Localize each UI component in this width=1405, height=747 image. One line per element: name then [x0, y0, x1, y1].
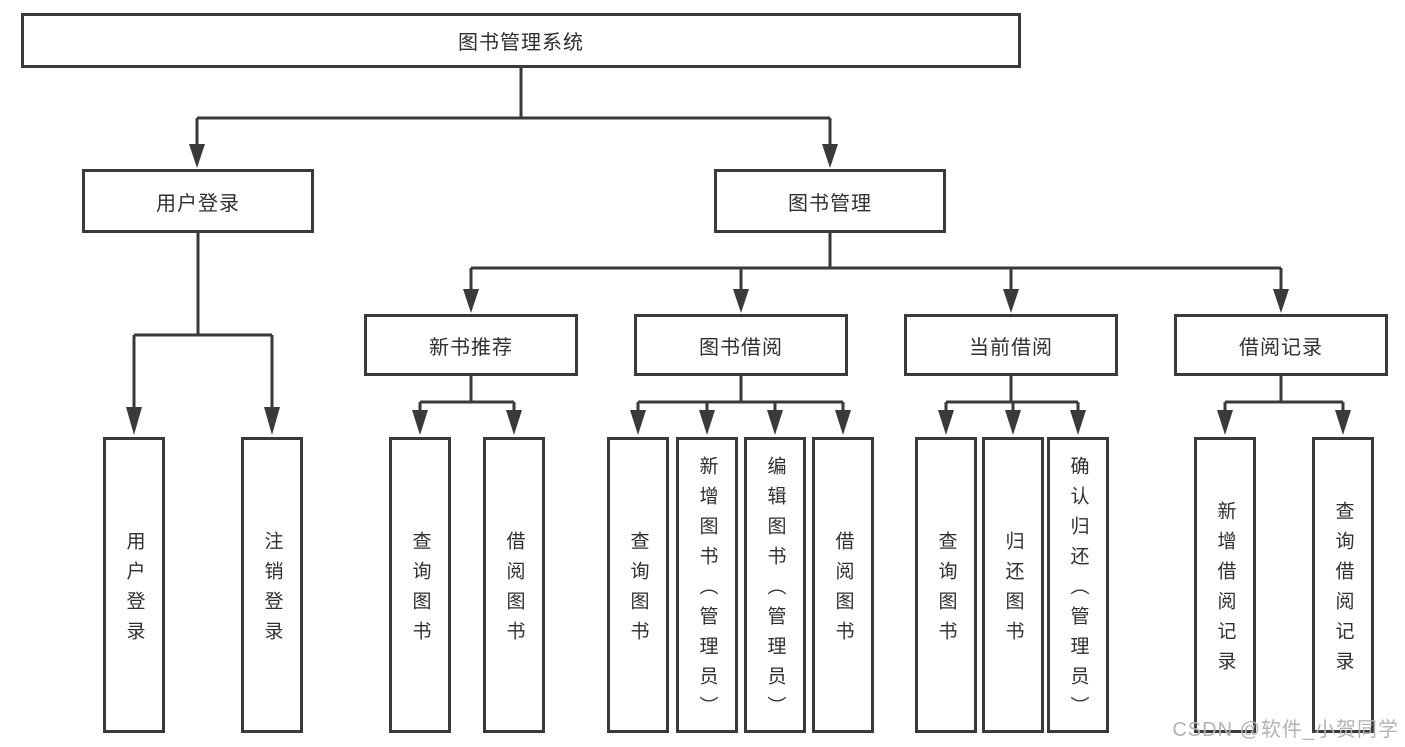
leaf-recommend-query-books-label: 查询图书 [409, 530, 431, 651]
arrowhead-icon [1070, 410, 1086, 435]
node-book-management: 图书管理 [714, 169, 946, 233]
node-book-borrow: 图书借阅 [634, 314, 848, 376]
leaf-current-query-books-label: 查询图书 [935, 530, 957, 651]
node-current-borrow: 当前借阅 [904, 314, 1118, 376]
leaf-borrow-borrow-books-label: 借阅图书 [832, 530, 854, 651]
leaf-borrow-add-books-admin-label: 新增图书（管理员） [696, 455, 718, 726]
leaf-borrow-borrow-books: 借阅图书 [812, 437, 874, 733]
leaf-records-add-record: 新增借阅记录 [1194, 437, 1256, 733]
node-current-borrow-label: 当前借阅 [969, 336, 1053, 359]
leaf-borrow-edit-books-admin-label: 编辑图书（管理员） [764, 455, 786, 726]
arrowhead-icon [126, 407, 142, 435]
node-user-login: 用户登录 [82, 169, 314, 233]
node-book-management-label: 图书管理 [788, 192, 872, 215]
arrowhead-icon [938, 410, 954, 435]
connector-root [195, 68, 832, 146]
arrowhead-icon [822, 144, 838, 168]
node-book-borrow-label: 图书借阅 [699, 336, 783, 359]
arrowhead-icon [463, 289, 479, 313]
node-root-label: 图书管理系统 [458, 32, 584, 54]
arrowhead-icon [630, 410, 646, 435]
arrowhead-icon [1003, 289, 1019, 313]
leaf-records-query-record: 查询借阅记录 [1312, 437, 1374, 733]
leaf-user-login: 用户登录 [103, 437, 165, 733]
arrowhead-icon [1217, 410, 1233, 435]
watermark: CSDN @软件_小贺同学 [1172, 719, 1399, 741]
leaf-borrow-query-books: 查询图书 [607, 437, 669, 733]
leaf-current-confirm-return-admin-label: 确认归还（管理员） [1067, 455, 1089, 726]
arrowhead-icon [1005, 410, 1021, 435]
node-new-book-recommend: 新书推荐 [364, 314, 578, 376]
leaf-recommend-query-books: 查询图书 [389, 437, 451, 733]
leaf-user-login-label: 用户登录 [123, 530, 145, 651]
leaf-current-confirm-return-admin: 确认归还（管理员） [1047, 437, 1109, 733]
leaf-logout-label: 注销登录 [261, 530, 283, 651]
arrowhead-icon [412, 410, 428, 435]
arrowhead-icon [767, 410, 783, 435]
leaf-borrow-add-books-admin: 新增图书（管理员） [676, 437, 738, 733]
leaf-current-query-books: 查询图书 [915, 437, 977, 733]
leaf-borrow-query-books-label: 查询图书 [627, 530, 649, 651]
leaf-borrow-edit-books-admin: 编辑图书（管理员） [744, 437, 806, 733]
leaf-records-query-record-label: 查询借阅记录 [1332, 500, 1354, 681]
leaf-recommend-borrow-books-label: 借阅图书 [503, 530, 525, 651]
connector-borrow [636, 376, 845, 412]
connector-current [944, 376, 1080, 412]
arrowhead-icon [1335, 410, 1351, 435]
node-borrow-records: 借阅记录 [1174, 314, 1388, 376]
arrowhead-icon [1273, 289, 1289, 313]
node-root: 图书管理系统 [21, 13, 1021, 68]
leaf-current-return-books-label: 归还图书 [1002, 530, 1024, 651]
node-user-login-label: 用户登录 [156, 192, 240, 215]
connector-records [1223, 376, 1345, 412]
leaf-records-add-record-label: 新增借阅记录 [1214, 500, 1236, 681]
leaf-logout: 注销登录 [241, 437, 303, 733]
arrowhead-icon [699, 410, 715, 435]
arrowhead-icon [733, 289, 749, 313]
leaf-current-return-books: 归还图书 [982, 437, 1044, 733]
arrowhead-icon [189, 144, 205, 168]
connector-recommend [418, 376, 516, 412]
node-new-book-recommend-label: 新书推荐 [429, 336, 513, 359]
node-borrow-records-label: 借阅记录 [1239, 336, 1323, 359]
arrowhead-icon [264, 407, 280, 435]
leaf-recommend-borrow-books: 借阅图书 [483, 437, 545, 733]
connector-login [132, 233, 274, 409]
connector-management [469, 233, 1283, 291]
arrowhead-icon [506, 410, 522, 435]
arrowhead-icon [835, 410, 851, 435]
